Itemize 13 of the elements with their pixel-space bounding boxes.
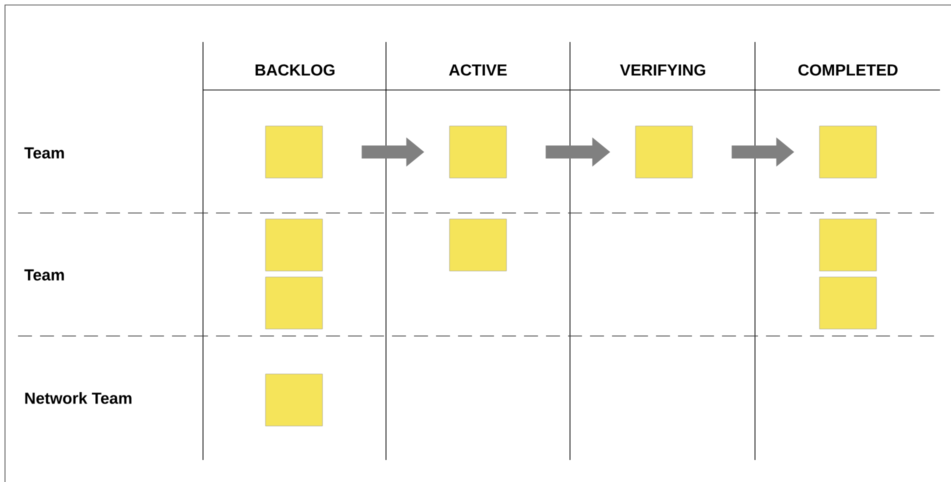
sticky-note — [265, 276, 323, 330]
row-label: Team — [24, 147, 64, 159]
row-label: Network Team — [25, 392, 132, 404]
sticky-note — [819, 126, 877, 178]
sticky-note — [819, 276, 877, 330]
sticky-note — [819, 218, 877, 272]
sticky-note — [635, 126, 693, 178]
sticky-note — [265, 374, 323, 426]
sticky-note — [265, 126, 323, 178]
sticky-note — [265, 218, 323, 272]
sticky-note — [449, 126, 507, 178]
sticky-note — [449, 218, 507, 272]
row-label: Team — [24, 269, 64, 281]
